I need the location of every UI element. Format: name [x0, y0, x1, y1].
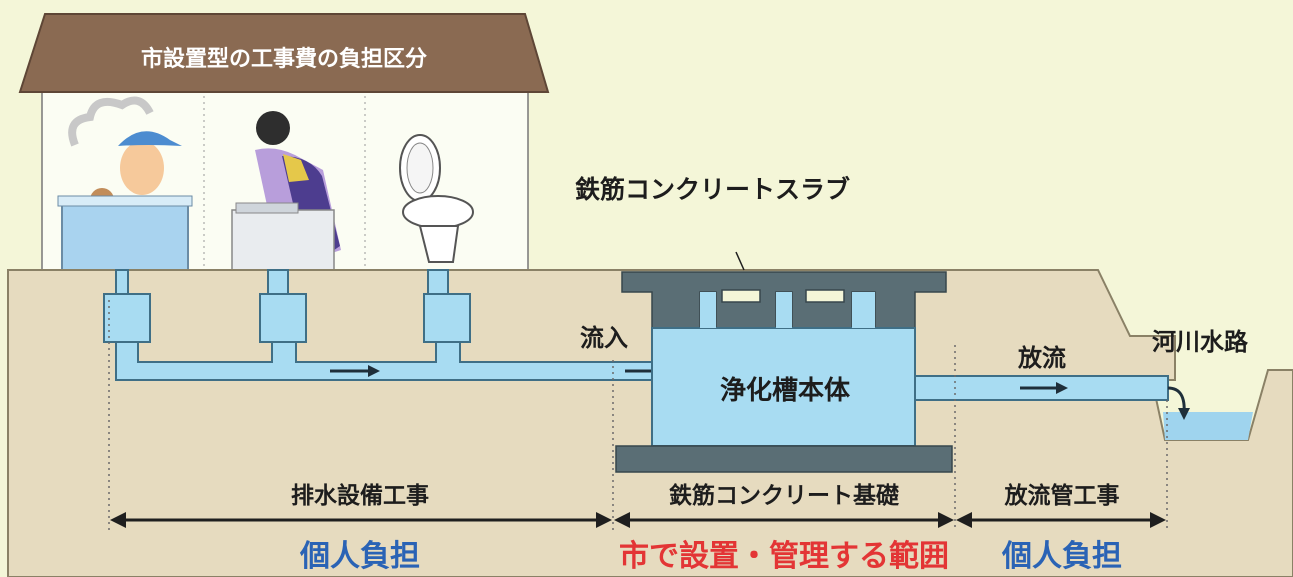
riser [700, 292, 716, 328]
diagram-title: 市設置型の工事費の負担区分 [140, 47, 427, 72]
riser [776, 292, 792, 328]
section-discharge-pipe-work: 放流管工事 [1004, 483, 1120, 509]
payer-private-2: 個人負担 [1002, 539, 1122, 574]
tank-label: 浄化槽本体 [719, 376, 850, 406]
slab-leader [735, 251, 745, 271]
concrete-foundation [615, 445, 953, 473]
inflow-label: 流入 [580, 324, 628, 352]
river-water [1163, 412, 1253, 440]
discharge-label: 放流 [1018, 344, 1066, 372]
toilet-icon [399, 134, 474, 263]
payer-city: 市で設置・管理する範囲 [619, 539, 949, 574]
payer-private-1: 個人負担 [300, 539, 420, 574]
sink-icon [231, 111, 341, 271]
bath-icon [57, 96, 193, 271]
riser [852, 292, 875, 328]
boundary-lines [108, 300, 1168, 530]
range-arrows [110, 512, 1166, 528]
section-concrete-foundation: 鉄筋コンクリート基礎 [669, 483, 899, 509]
manholes [721, 289, 845, 303]
slab-label: 鉄筋コンクリートスラブ [575, 175, 851, 204]
drain-pipes [103, 269, 1169, 401]
septic-tank-body [651, 327, 916, 447]
house-roof [18, 13, 550, 93]
outfall-arrowhead [1178, 408, 1190, 420]
section-drainage-work: 排水設備工事 [291, 483, 429, 509]
river-label: 河川水路 [1152, 328, 1248, 356]
